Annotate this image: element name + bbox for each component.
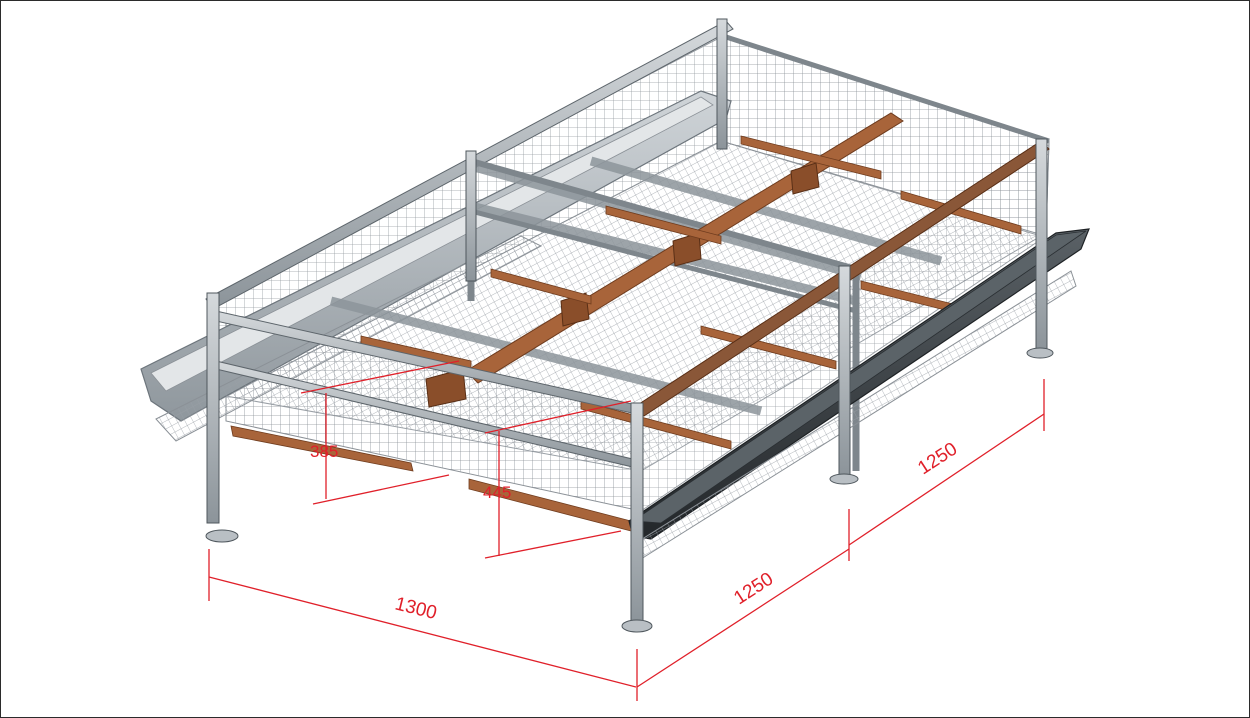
dim-1250-back-label: 1250	[914, 439, 961, 480]
dim-1250-front-label: 1250	[730, 569, 777, 610]
left-egg-tray	[155, 235, 543, 442]
wood-block-back	[790, 162, 820, 195]
back-top-rail	[722, 33, 1050, 144]
dim-1250-back-line	[848, 413, 1045, 546]
left-trough-inner	[150, 96, 714, 392]
post-feet	[205, 347, 1054, 633]
dimension-lines	[208, 360, 1045, 701]
right-trough-lip	[631, 230, 1087, 524]
frame-posts	[206, 18, 1048, 624]
dim-1300-label: 1300	[393, 593, 439, 624]
wood-perches	[230, 135, 1022, 532]
dim-1250-front-line	[636, 548, 850, 688]
dim-1300-line	[208, 576, 637, 688]
cage-illustration	[140, 18, 1090, 633]
dim-385-label: 385	[310, 442, 338, 461]
dim-445-label: 445	[483, 483, 511, 502]
